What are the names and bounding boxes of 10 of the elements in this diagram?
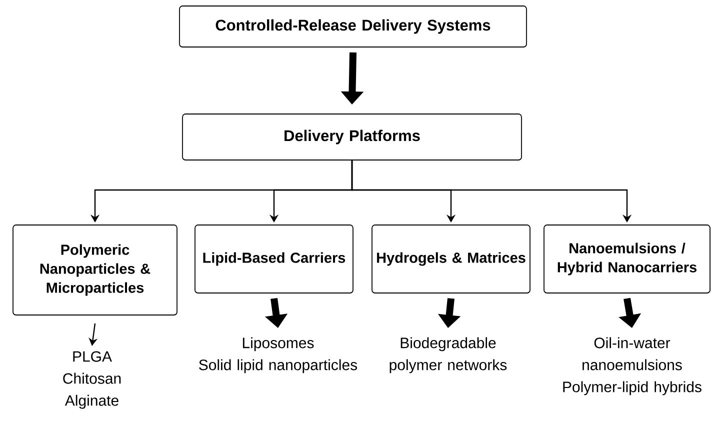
category-box: Hydrogels & Matrices — [372, 224, 530, 294]
example-list: Biodegradable polymer networks — [390, 337, 507, 374]
category-box: Nanoemulsions / Hybrid Nanocarriers — [544, 224, 710, 294]
example-list: Oil-in-water nanoemulsions Polymer-lipid hybrids — [563, 337, 702, 396]
category-box: Polymeric Nanoparticles & Microparticles — [12, 224, 178, 316]
example-list: PLGA Chitosan Alginate — [63, 351, 121, 409]
example-list: Liposomes Solid lipid nanoparticles — [199, 337, 358, 374]
platform-box: Delivery Platforms — [182, 114, 522, 160]
title-box: Controlled-Release Delivery Systems — [179, 6, 527, 48]
category-box: Lipid-Based Carriers — [194, 224, 354, 294]
